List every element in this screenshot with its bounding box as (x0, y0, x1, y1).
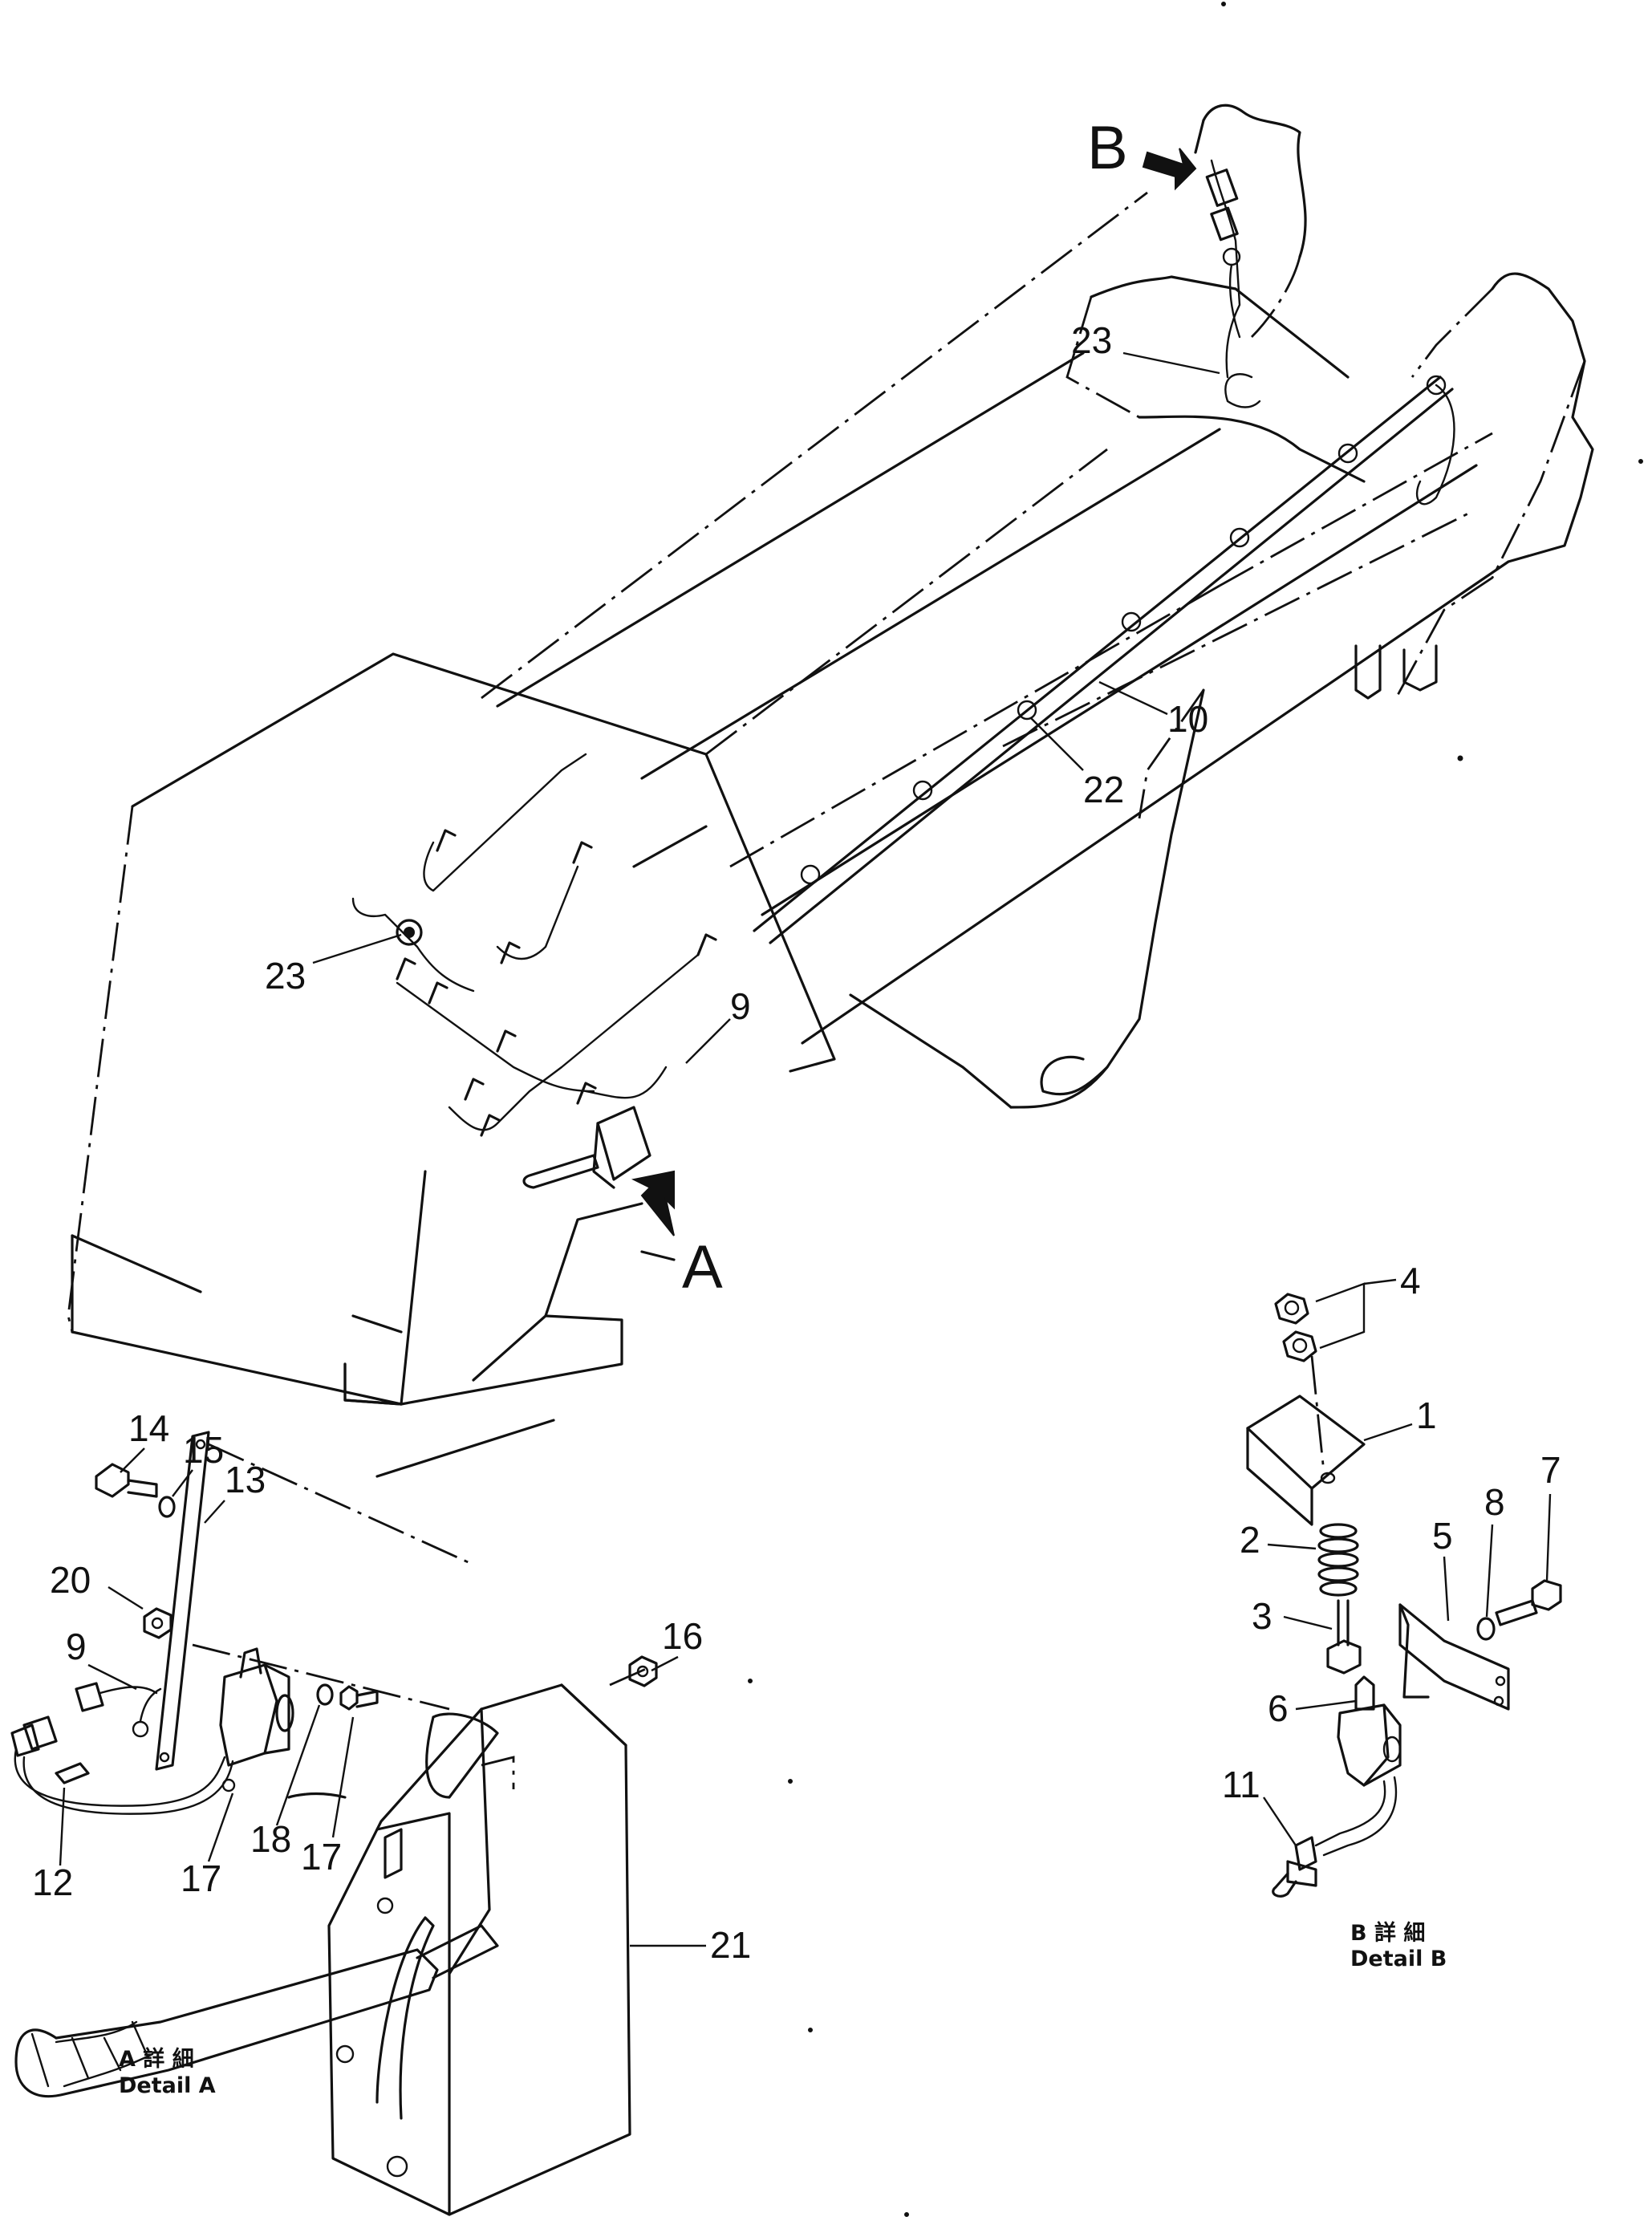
part-number-4: 4 (1400, 1260, 1421, 1301)
part-number-21: 21 (710, 1924, 751, 1966)
detail-b-caption-native: B 詳 細 (1350, 1920, 1425, 1946)
detail-b-switch-in-place (1194, 104, 1307, 339)
part-number-19: 18 (250, 1818, 291, 1860)
detail-b-caption-en: Detail B (1350, 1947, 1447, 1971)
part-number-5: 5 (1432, 1515, 1453, 1557)
part-number-2: 2 (1240, 1519, 1260, 1561)
part-number-16: 16 (662, 1615, 703, 1657)
detail-a-caption-en: Detail A (119, 2073, 216, 2098)
scan-specks (748, 2, 1643, 2217)
part-number-15: 15 (183, 1429, 224, 1471)
part-number-9-main: 9 (730, 985, 751, 1027)
part-number-20: 20 (50, 1559, 91, 1601)
part-number-11-detail: 11 (1222, 1764, 1260, 1805)
part-number-18: 17 (301, 1836, 342, 1878)
part-number-10: 10 (1167, 698, 1208, 740)
view-arrow-b: B (1087, 114, 1197, 191)
part-number-9-detail: 9 (66, 1626, 87, 1667)
part-number-22: 22 (1083, 769, 1124, 810)
part-number-8: 8 (1484, 1481, 1505, 1523)
view-label-a: A (682, 1233, 723, 1301)
harness-clamps (800, 375, 1447, 885)
part-number-6: 6 (1268, 1687, 1289, 1729)
main-assembly-view: A B 23 10 22 23 9 (67, 104, 1594, 1478)
console-wiring-9-23 (351, 753, 717, 1189)
detail-b-view: 4 1 2 3 5 8 7 6 11 B 詳 細 Detail B (1222, 1260, 1562, 1971)
part-number-14: 14 (128, 1407, 169, 1449)
part-number-7: 7 (1540, 1449, 1561, 1491)
part-number-23: 23 (265, 955, 306, 997)
spring-2 (1317, 1523, 1359, 1597)
part-number-17: 17 (181, 1857, 221, 1899)
view-arrow-a: A (631, 1170, 723, 1301)
main-callouts: 23 10 22 23 9 (265, 319, 1220, 1064)
view-label-b: B (1087, 114, 1128, 182)
part-number-3: 3 (1252, 1595, 1272, 1637)
part-number-1: 1 (1416, 1395, 1437, 1436)
detail-a-view: 14 15 13 20 9 12 17 18 17 16 21 A 詳 細 De… (10, 1407, 751, 2216)
main-frame-outline (481, 191, 1594, 1109)
detail-a-caption-native: A 詳 細 (119, 2046, 194, 2072)
part-number-12: 12 (32, 1862, 73, 1903)
wiring-harness-10 (753, 159, 1455, 944)
part-number-11-main: 23 (1071, 319, 1112, 361)
floor-plate (343, 1314, 623, 1478)
part-number-13: 13 (225, 1459, 266, 1500)
